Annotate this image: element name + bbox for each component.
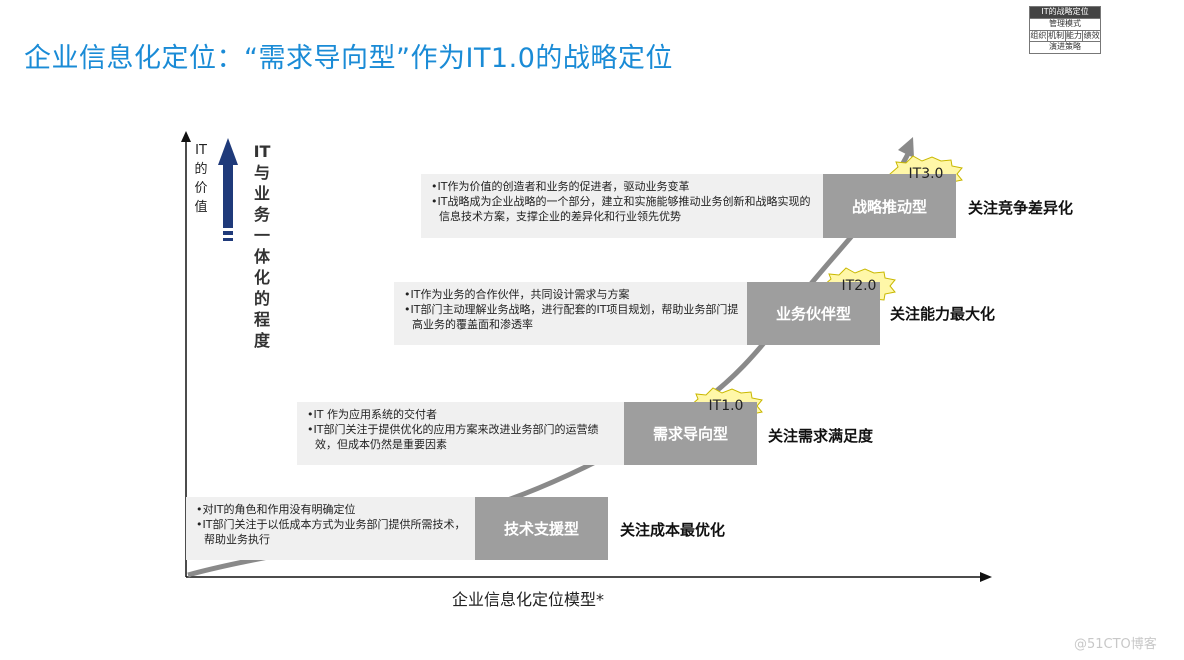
mini-nav-col-mechanism[interactable]: 机制 xyxy=(1046,31,1065,41)
growth-curve-arrowhead xyxy=(898,137,914,158)
stage-1-bullet-1: •对IT的角色和作用没有明确定位 xyxy=(196,503,356,516)
y-axis-arrowhead xyxy=(181,131,191,142)
stage-4-focus: 关注竞争差异化 xyxy=(968,199,1074,217)
stage-3-box: 业务伙伴型 xyxy=(747,282,880,345)
mini-nav-table[interactable]: IT的战略定位 管理模式 组织 机制 能力 绩效 演进策略 xyxy=(1029,6,1101,54)
stage-2-bullet-2: •IT部门关注于提供优化的应用方案来改进业务部门的运营绩效，但成本仍然是重要因素 xyxy=(307,423,599,451)
badge-it30-label: IT3.0 xyxy=(908,166,944,182)
stage-2-box: 需求导向型 xyxy=(624,402,757,465)
watermark: @51CTO博客 xyxy=(1074,637,1157,652)
stage-4-bullet-2: •IT战略成为企业战略的一个部分，建立和实施能够推动业务创新和战略实现的信息技术… xyxy=(431,195,811,223)
integration-arrow-dash-2 xyxy=(223,238,233,241)
badge-it10-label: IT1.0 xyxy=(708,398,744,414)
page-title: 企业信息化定位：“需求导向型”作为IT1.0的战略定位 xyxy=(24,43,673,74)
stage-2-description: •IT 作为应用系统的交付者 •IT部门关注于提供优化的应用方案来改进业务部门的… xyxy=(297,402,624,465)
stage-2-focus: 关注需求满足度 xyxy=(768,427,874,445)
stage-2-bullet-1: •IT 作为应用系统的交付者 xyxy=(307,408,437,421)
integration-arrow-dash-1 xyxy=(223,231,233,235)
mini-nav-header[interactable]: IT的战略定位 xyxy=(1030,7,1100,18)
stage-1-bullet-2: •IT部门关注于以低成本方式为业务部门提供所需技术，帮助业务执行 xyxy=(196,518,466,546)
mini-nav-row-management[interactable]: 管理模式 xyxy=(1030,18,1100,30)
badge-it20-label: IT2.0 xyxy=(841,278,877,294)
mini-nav-footer[interactable]: 演进策略 xyxy=(1030,41,1100,53)
stage-3-bullet-1: •IT作为业务的合作伙伴，共同设计需求与方案 xyxy=(404,288,630,301)
x-axis-label: 企业信息化定位模型* xyxy=(452,590,605,609)
stage-3-focus: 关注能力最大化 xyxy=(890,305,996,323)
stage-3-description: •IT作为业务的合作伙伴，共同设计需求与方案 •IT部门主动理解业务战略，进行配… xyxy=(394,282,747,345)
integration-arrow-icon xyxy=(218,138,238,228)
mini-nav-col-capability[interactable]: 能力 xyxy=(1064,31,1082,41)
stage-1-focus: 关注成本最优化 xyxy=(620,521,726,539)
stage-4-box: 战略推动型 xyxy=(823,174,956,238)
y-axis-small-label: IT的价值 xyxy=(194,143,208,215)
stage-4-description: •IT作为价值的创造者和业务的促进者，驱动业务变革 •IT战略成为企业战略的一个… xyxy=(421,174,823,238)
stage-4-bullet-1: •IT作为价值的创造者和业务的促进者，驱动业务变革 xyxy=(431,180,690,193)
mini-nav-col-performance[interactable]: 绩效 xyxy=(1082,31,1100,41)
x-axis-arrowhead xyxy=(980,572,992,582)
stage-1-description: •对IT的角色和作用没有明确定位 •IT部门关注于以低成本方式为业务部门提供所需… xyxy=(186,497,475,560)
stage-1-box: 技术支援型 xyxy=(475,497,608,560)
mini-nav-col-org[interactable]: 组织 xyxy=(1030,31,1047,40)
stage-3-bullet-2: •IT部门主动理解业务战略，进行配套的IT项目规划，帮助业务部门提高业务的覆盖面… xyxy=(404,303,739,331)
y-axis-big-label: IT与业务一体化的程度 xyxy=(253,142,271,350)
